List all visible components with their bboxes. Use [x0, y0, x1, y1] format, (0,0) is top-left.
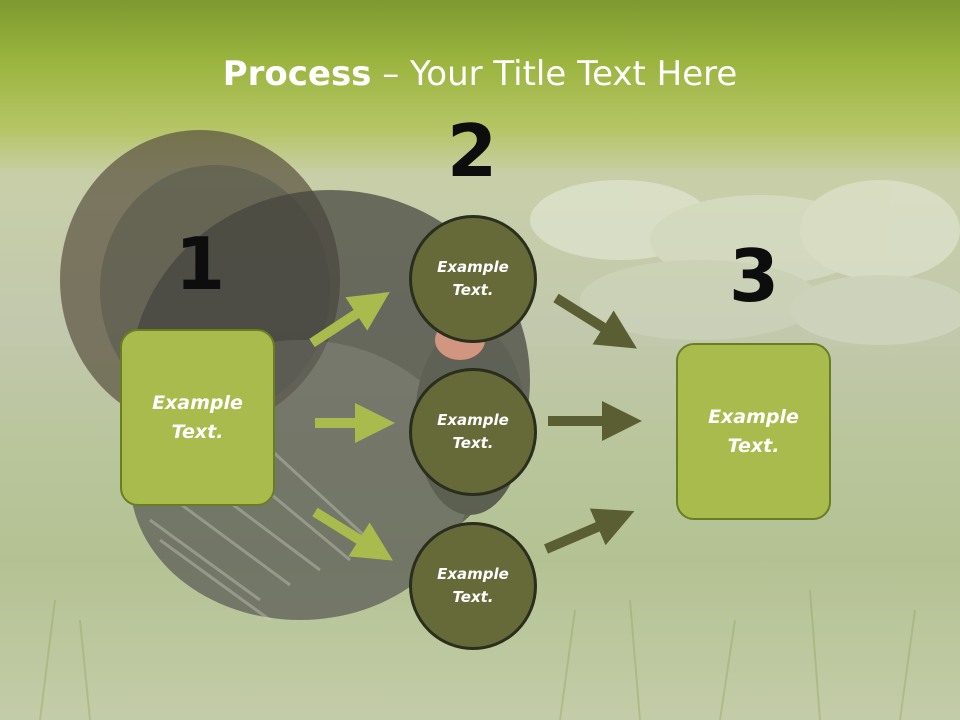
step-number-1: 1 [174, 222, 226, 306]
circle-bottom-text: Example Text. [437, 565, 509, 606]
arrow-left-to-top [309, 292, 390, 348]
arrow-left-to-bottom [312, 507, 393, 561]
circle-middle: Example Text. [409, 368, 537, 496]
step-number-3: 3 [728, 234, 780, 318]
left-box: Example Text. [120, 329, 275, 506]
title-bold: Process [222, 54, 372, 94]
circle-top-text: Example Text. [437, 258, 509, 299]
title-rest: – Your Title Text Here [371, 54, 738, 94]
arrow-bottom-to-right [544, 508, 635, 554]
right-box-text: Example Text. [708, 405, 799, 457]
arrow-top-to-right [553, 293, 637, 349]
circle-bottom: Example Text. [409, 522, 537, 650]
left-box-text: Example Text. [152, 391, 243, 443]
circle-middle-text: Example Text. [437, 411, 509, 452]
step-number-2: 2 [446, 109, 498, 193]
right-box: Example Text. [676, 343, 831, 520]
slide-title: Process – Your Title Text Here [0, 52, 960, 96]
circle-top: Example Text. [409, 215, 537, 343]
